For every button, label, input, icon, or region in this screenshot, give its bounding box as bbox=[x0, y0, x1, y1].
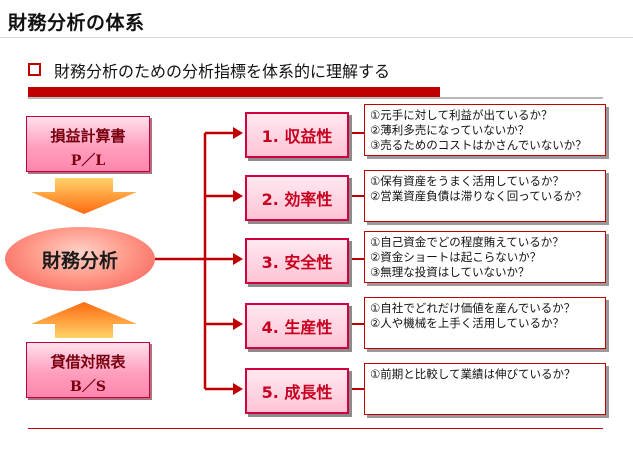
desc-efficiency: ①保有資産をうまく活用しているか？ ②営業資産負債は滞りなく回っているか？ bbox=[364, 170, 606, 222]
financial-analysis-ellipse: 財務分析 bbox=[5, 227, 155, 291]
desc-line: ③無理な投資はしていないか？ bbox=[370, 265, 530, 279]
desc-connectors bbox=[348, 132, 364, 390]
desc-profitability: ①元手に対して利益が出ているか？ ②薄利多売になっていないか？ ③売るためのコス… bbox=[364, 104, 606, 156]
category-label: 1. 収益性 bbox=[261, 127, 333, 146]
subtitle: 財務分析のための分析指標を体系的に理解する bbox=[54, 62, 391, 81]
category-label: 2. 効率性 bbox=[261, 190, 333, 209]
gray-underline bbox=[28, 97, 603, 99]
page-title: 財務分析の体系 bbox=[8, 12, 145, 34]
square-bullet-icon bbox=[28, 63, 41, 76]
connector-lines bbox=[155, 127, 243, 395]
desc-safety: ①自己資金でどの程度賄えているか？ ②資金ショートは起こらないか？ ③無理な投資… bbox=[364, 231, 606, 283]
desc-line: ②営業資産負債は滞りなく回っているか？ bbox=[370, 189, 587, 203]
financial-analysis-label: 財務分析 bbox=[41, 249, 118, 272]
desc-productivity: ①自社でどれだけ価値を産んでいるか？ ②人や機械を上手く活用しているか？ bbox=[364, 297, 606, 349]
desc-growth: ①前期と比較して業績は伸びているか？ bbox=[364, 363, 606, 415]
category-safety: 3. 安全性 bbox=[245, 238, 349, 284]
title-divider bbox=[0, 37, 633, 38]
desc-line: ②資金ショートは起こらないか？ bbox=[370, 250, 542, 264]
balance-sheet-abbr: B／S bbox=[70, 379, 106, 395]
category-growth: 5. 成長性 bbox=[245, 368, 349, 414]
category-productivity: 4. 生産性 bbox=[245, 303, 349, 349]
balance-sheet-box: 貸借対照表 B／S bbox=[26, 342, 150, 398]
income-statement-abbr: P／L bbox=[70, 153, 106, 169]
category-profitability: 1. 収益性 bbox=[245, 112, 349, 158]
desc-line: ①保有資産をうまく活用しているか？ bbox=[370, 174, 564, 188]
desc-line: ②薄利多売になっていないか？ bbox=[370, 123, 530, 137]
income-statement-box: 損益計算書 P／L bbox=[26, 116, 150, 172]
bottom-divider bbox=[28, 428, 603, 429]
accent-bar bbox=[28, 87, 440, 97]
income-statement-label: 損益計算書 bbox=[50, 127, 126, 145]
desc-line: ①自社でどれだけ価値を産んでいるか？ bbox=[370, 301, 576, 315]
up-arrow-icon bbox=[31, 302, 137, 338]
desc-line: ①自己資金でどの程度賄えているか？ bbox=[370, 235, 564, 249]
category-label: 5. 成長性 bbox=[261, 383, 333, 402]
category-label: 3. 安全性 bbox=[261, 253, 333, 272]
desc-line: ③売るためのコストはかさんでいないか？ bbox=[370, 138, 587, 152]
down-arrow-icon bbox=[31, 178, 137, 214]
category-label: 4. 生産性 bbox=[261, 318, 333, 337]
balance-sheet-label: 貸借対照表 bbox=[50, 353, 126, 371]
desc-line: ②人や機械を上手く活用しているか？ bbox=[370, 316, 564, 330]
desc-line: ①前期と比較して業績は伸びているか？ bbox=[370, 367, 576, 381]
desc-line: ①元手に対して利益が出ているか？ bbox=[370, 108, 553, 122]
category-efficiency: 2. 効率性 bbox=[245, 175, 349, 221]
